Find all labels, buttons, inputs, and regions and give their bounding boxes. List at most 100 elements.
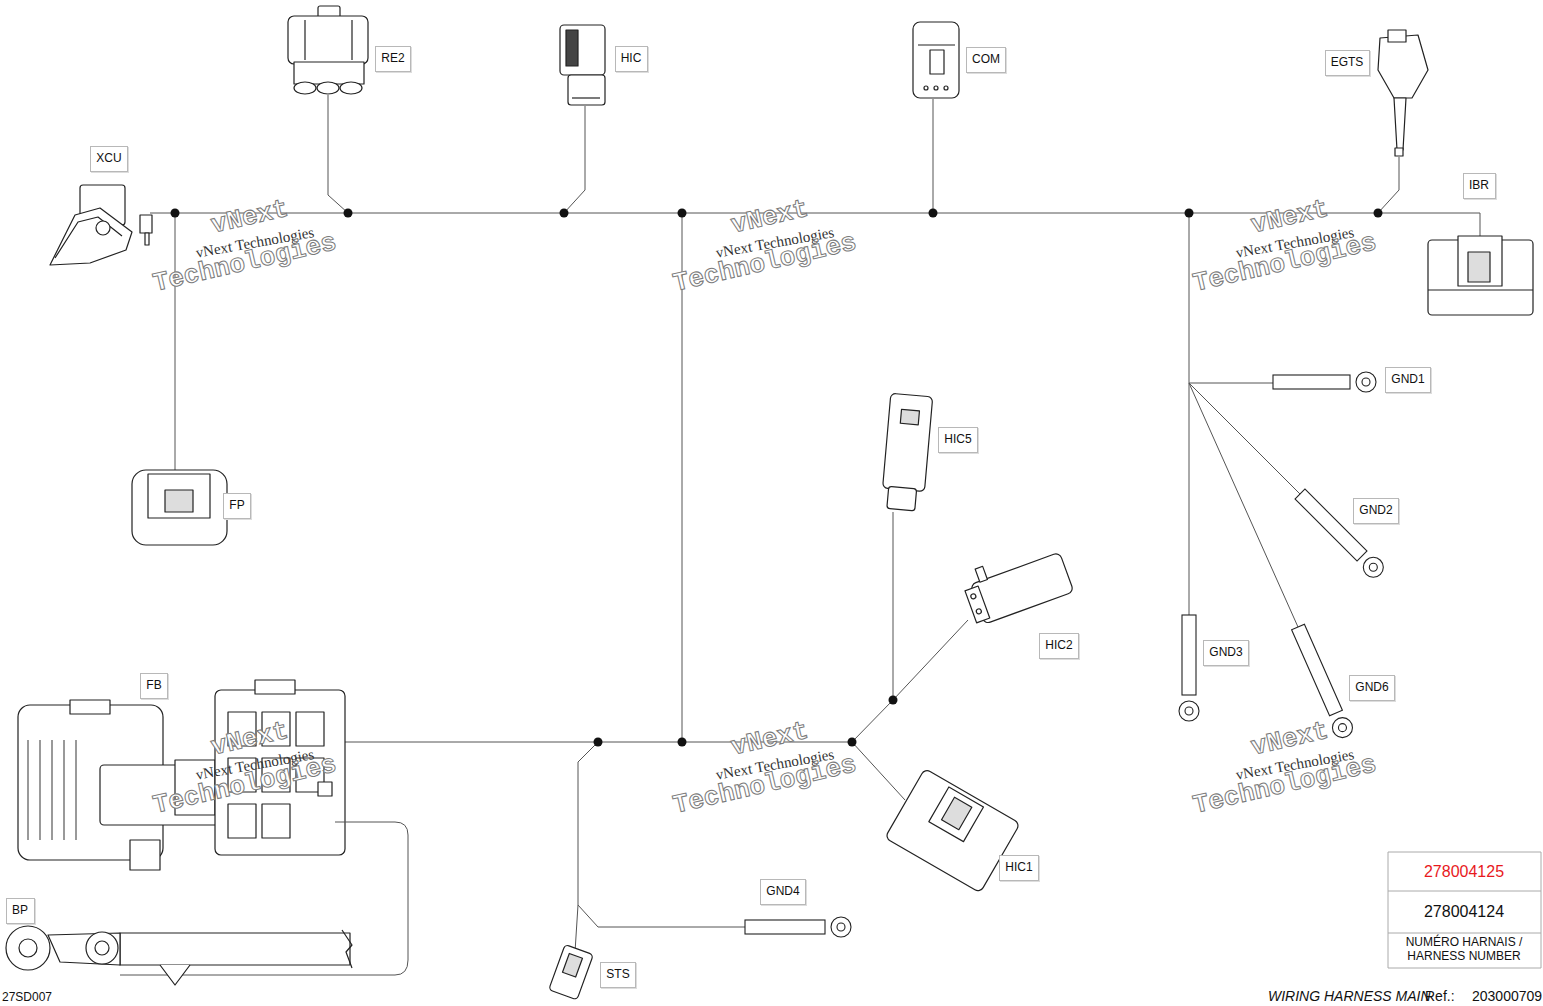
connector-label: GND3 bbox=[1209, 646, 1242, 659]
connector-label-box: GND3 bbox=[1203, 640, 1249, 666]
table-cell: NUMÉRO HARNAIS / HARNESS NUMBER bbox=[1390, 936, 1538, 964]
connector-label: GND6 bbox=[1355, 681, 1388, 694]
lug-ring bbox=[831, 917, 851, 937]
splice-dot bbox=[848, 738, 857, 747]
connector-label: GND4 bbox=[766, 885, 799, 898]
battery-terminal-part bbox=[19, 939, 37, 957]
wire bbox=[852, 512, 893, 742]
fuse-box-part bbox=[130, 840, 160, 870]
splice-dots bbox=[171, 209, 1383, 747]
hic-connector bbox=[560, 25, 605, 105]
lug-ring bbox=[1332, 718, 1352, 738]
splice-dot bbox=[1185, 209, 1194, 218]
connector-label-box: EGTS bbox=[1325, 50, 1370, 76]
connector-label: XCU bbox=[96, 152, 121, 165]
table-cell: 278004125 bbox=[1424, 863, 1504, 881]
connector-label-box: HIC5 bbox=[938, 427, 978, 453]
battery-terminal-part bbox=[342, 930, 352, 968]
connector-label-box: COM bbox=[966, 47, 1006, 73]
table-cell: 278004124 bbox=[1424, 903, 1504, 921]
fuse-box-part bbox=[262, 804, 290, 838]
fuse-box-part bbox=[228, 804, 256, 838]
connector-label: COM bbox=[972, 53, 1000, 66]
fp-connector-part bbox=[165, 490, 193, 512]
wire bbox=[852, 742, 905, 800]
fuse-box-part-part bbox=[27, 740, 28, 840]
lug-ring bbox=[1356, 372, 1376, 392]
connector-label-box: HIC bbox=[615, 46, 648, 72]
sts-connector-part bbox=[562, 953, 582, 977]
harness-number-table-part bbox=[1388, 852, 1541, 968]
wire bbox=[1189, 383, 1190, 615]
lug-hole bbox=[1185, 707, 1193, 715]
wire bbox=[328, 95, 348, 213]
connector-label-box: HIC1 bbox=[999, 855, 1039, 881]
xcu-connector bbox=[50, 185, 152, 265]
hic2-connector bbox=[959, 540, 1074, 627]
re2-connector-part bbox=[351, 20, 352, 60]
hic5-connector-part bbox=[887, 486, 917, 510]
battery-terminal-part bbox=[48, 933, 120, 965]
connector-label-box: GND2 bbox=[1353, 498, 1399, 524]
re2-connector bbox=[288, 6, 368, 94]
drawing-code: 27SD007 bbox=[2, 991, 52, 1005]
lug-sleeve bbox=[1182, 615, 1196, 695]
egts-sensor-part bbox=[1378, 35, 1428, 98]
hic-connector-part bbox=[566, 30, 578, 66]
egts-sensor-part bbox=[1395, 148, 1403, 156]
wire bbox=[575, 905, 578, 952]
battery-terminal-part bbox=[86, 932, 118, 964]
splice-dot bbox=[678, 738, 687, 747]
hic5-connector bbox=[881, 393, 933, 511]
connector-label-box: FB bbox=[140, 673, 168, 699]
splice-dot bbox=[889, 696, 898, 705]
splice-dot bbox=[344, 209, 353, 218]
fuse-box-part bbox=[70, 700, 110, 714]
lug-ring bbox=[1363, 557, 1383, 577]
egts-sensor-part bbox=[1388, 30, 1406, 42]
re2-connector-part bbox=[317, 82, 339, 94]
connector-label-box: XCU bbox=[90, 146, 128, 172]
connector-label: HIC bbox=[621, 52, 642, 65]
fuse-box-part-part bbox=[63, 740, 64, 840]
fuse-box-part bbox=[255, 680, 295, 694]
wire bbox=[1378, 157, 1399, 213]
com-connector-part bbox=[924, 86, 928, 90]
xcu-connector-part bbox=[96, 221, 110, 235]
connector-label-box: GND6 bbox=[1349, 675, 1395, 701]
xcu-connector-part bbox=[55, 217, 122, 258]
fp-connector-part bbox=[132, 470, 227, 545]
lug-sleeve bbox=[1273, 375, 1350, 389]
ibr-connector-part bbox=[1468, 252, 1490, 282]
wire bbox=[1189, 383, 1298, 627]
connector-label-box: RE2 bbox=[375, 46, 411, 72]
connector-label: RE2 bbox=[381, 52, 404, 65]
splice-dot bbox=[171, 209, 180, 218]
connector-label: BP bbox=[12, 904, 28, 917]
battery-terminal-part bbox=[95, 941, 109, 955]
hic-connector-part bbox=[572, 97, 600, 98]
connector-label: HIC1 bbox=[1005, 861, 1032, 874]
ground-lug bbox=[1273, 372, 1376, 392]
ibr-connector-part bbox=[1428, 289, 1533, 290]
egts-sensor bbox=[1378, 30, 1428, 156]
connector-label-box: GND1 bbox=[1385, 367, 1431, 393]
connector-label: FP bbox=[229, 499, 244, 512]
splice-dot bbox=[929, 209, 938, 218]
ibr-connector bbox=[1428, 236, 1533, 315]
battery-terminal-part bbox=[160, 965, 190, 985]
connector-label: HIC2 bbox=[1045, 639, 1072, 652]
hic2-connector-part bbox=[976, 608, 982, 614]
wire bbox=[933, 99, 934, 213]
harness-number-table-part bbox=[1388, 933, 1541, 934]
hic5-connector-part bbox=[900, 409, 919, 425]
harness-number-table bbox=[1388, 852, 1541, 968]
hic2-connector-part bbox=[975, 566, 987, 582]
harness-wires bbox=[150, 95, 1480, 952]
hic2-connector-part bbox=[965, 586, 990, 623]
re2-connector-part bbox=[294, 62, 364, 84]
hic1-connector-part bbox=[929, 787, 984, 842]
wire bbox=[1189, 383, 1300, 494]
lug-sleeve bbox=[745, 920, 825, 934]
